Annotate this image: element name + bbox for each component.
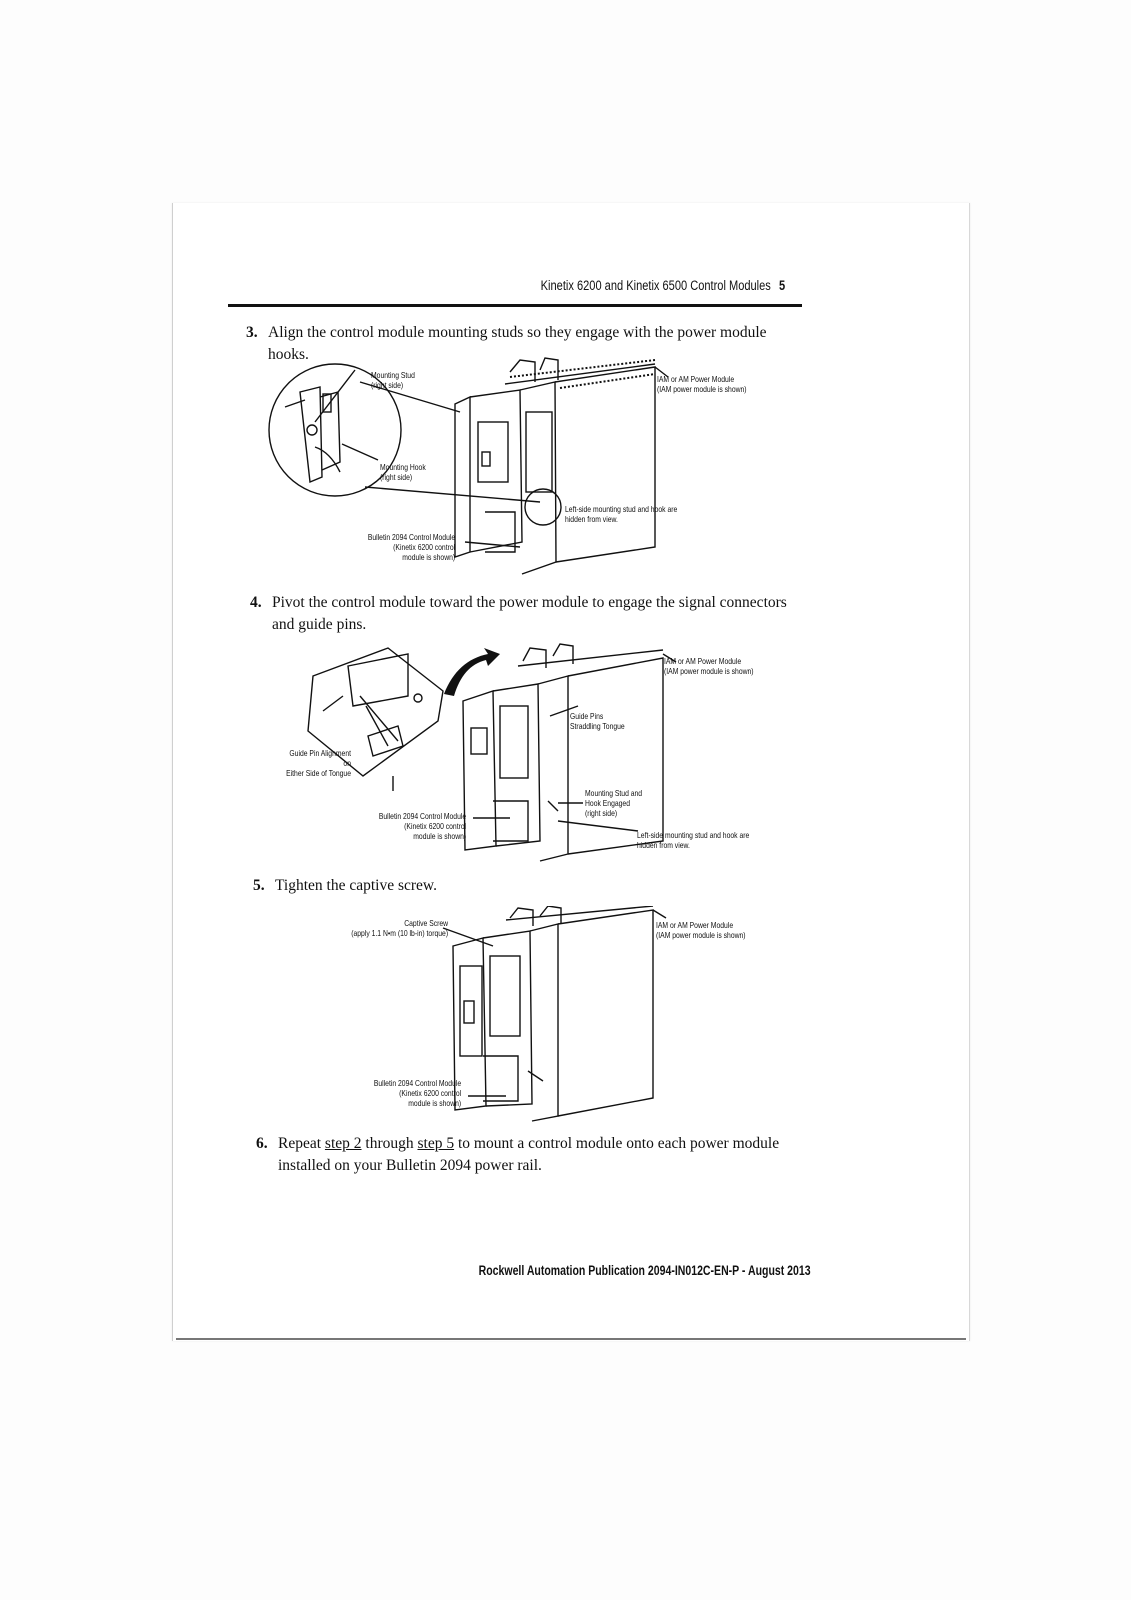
page-bottom-edge (176, 1338, 966, 1340)
header-title: Kinetix 6200 and Kinetix 6500 Control Mo… (540, 278, 771, 293)
link-step-2[interactable]: step 2 (324, 1135, 362, 1152)
step-number: 6. (256, 1135, 268, 1152)
callout-power-module: IAM or AM Power Module (IAM power module… (664, 656, 754, 676)
header-rule (228, 304, 802, 307)
footer-publication: Rockwell Automation Publication 2094-IN0… (479, 1263, 811, 1278)
step-3: 3. Align the control module mounting stu… (246, 322, 808, 366)
callout-power-module: IAM or AM Power Module (IAM power module… (656, 920, 746, 940)
figure-pivot-module: IAM or AM Power Module (IAM power module… (268, 636, 788, 868)
callout-stud-hook-engaged: Mounting Stud and Hook Engaged (right si… (585, 788, 643, 818)
callout-power-module: IAM or AM Power Module (IAM power module… (657, 374, 747, 394)
callout-control-module: Bulletin 2094 Control Module (Kinetix 62… (367, 532, 455, 562)
running-header: Kinetix 6200 and Kinetix 6500 Control Mo… (540, 278, 785, 293)
callout-control-module: Bulletin 2094 Control Module (Kinetix 62… (378, 811, 466, 841)
figure-screw-drawing (442, 906, 667, 1122)
callout-guide-pin-alignment: Guide Pin Alignment on Either Side of To… (286, 748, 351, 778)
figure-pivot-drawing (307, 643, 677, 862)
step-number: 3. (246, 324, 258, 341)
figure-align-modules: Mounting Stud (right side) Mounting Hook… (260, 352, 780, 584)
step-6: 6. Repeat step 2 through step 5 to mount… (256, 1133, 782, 1177)
callout-mounting-hook: Mounting Hook (right side) (380, 462, 426, 482)
callout-left-side-hidden: Left-side mounting stud and hook are hid… (565, 504, 678, 524)
step-text-after: to mount a control module onto each powe… (278, 1135, 780, 1174)
step-4: 4. Pivot the control module toward the p… (250, 592, 798, 636)
callout-captive-screw: Captive Screw (apply 1.1 N•m (10 lb-in) … (351, 918, 448, 938)
step-text: Pivot the control module toward the powe… (272, 594, 787, 633)
step-text: Align the control module mounting studs … (268, 324, 767, 363)
callout-control-module: Bulletin 2094 Control Module (Kinetix 62… (373, 1078, 461, 1108)
step-5: 5. Tighten the captive screw. (253, 875, 675, 897)
callout-mounting-stud: Mounting Stud (right side) (371, 370, 415, 390)
step-text-between: through (361, 1135, 418, 1152)
callout-left-side-hidden: Left-side mounting stud and hook are hid… (637, 830, 750, 850)
callout-guide-pins: Guide Pins Straddling Tongue (570, 711, 625, 731)
link-step-5[interactable]: step 5 (417, 1135, 455, 1152)
step-number: 5. (253, 877, 265, 894)
page-number: 5 (778, 278, 785, 293)
page-sheet (172, 203, 970, 1341)
figure-captive-screw: Captive Screw (apply 1.1 N•m (10 lb-in) … (268, 906, 788, 1128)
step-number: 4. (250, 594, 262, 611)
figure-align-drawing (268, 357, 669, 575)
step-text-before: Repeat (278, 1135, 325, 1152)
step-text: Tighten the captive screw. (275, 877, 437, 894)
